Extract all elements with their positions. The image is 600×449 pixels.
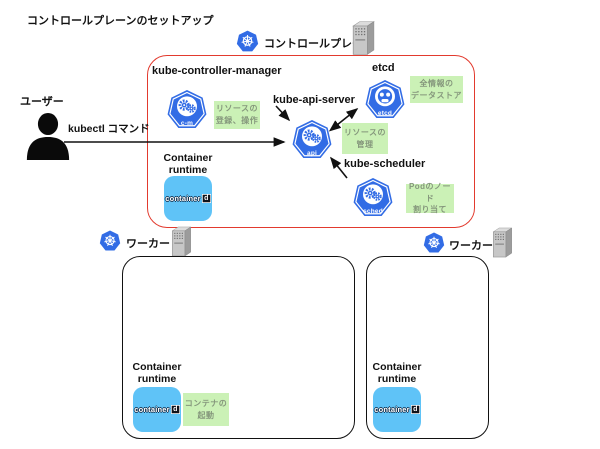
worker1-boundary (122, 256, 355, 439)
note-datastore: 全情報の データストア (410, 76, 463, 103)
worker2-label: ワーカー (449, 240, 493, 252)
server-icon (491, 227, 513, 258)
user-label: ユーザー (20, 96, 64, 108)
etcd-icon: etcd (364, 79, 406, 121)
kube-scheduler-icon: sched (352, 177, 394, 219)
kube-controller-manager-label: kube-controller-manager (152, 65, 282, 77)
kubernetes-helm-icon (423, 232, 445, 254)
worker1-label: ワーカー (126, 238, 170, 250)
server-icon (170, 226, 192, 257)
kube-api-server-icon: api (291, 119, 333, 161)
kube-controller-manager-icon: c-m (166, 89, 208, 131)
kube-api-server-label: kube-api-server (273, 94, 355, 106)
worker1-container-runtime-label: Container runtime (132, 361, 182, 386)
note-pod-assignment: Podのノード 割り当て (406, 182, 454, 214)
note-resource-registration: リソースの 登録、操作 (214, 101, 260, 129)
etcd-badge: etcd (377, 110, 393, 117)
worker2-containerd-logo: container d (373, 387, 421, 432)
kubectl-command-label: kubectl コマンド (68, 123, 150, 135)
etcd-label: etcd (372, 62, 395, 74)
worker2-boundary (366, 256, 489, 439)
control-plane-label: コントロールプレーン (264, 38, 374, 50)
worker2-container-runtime-label: Container runtime (372, 361, 422, 386)
kube-scheduler-label: kube-scheduler (344, 158, 426, 170)
note-resource-management: リソースの 管理 (342, 123, 388, 154)
cp-container-runtime-label: Container runtime (163, 152, 213, 177)
kubernetes-helm-icon (236, 30, 259, 53)
kubernetes-helm-icon (99, 230, 121, 252)
cp-containerd-logo: container d (164, 176, 212, 221)
user-icon (24, 111, 72, 161)
page-title: コントロールプレーンのセットアップ (27, 15, 214, 27)
kube-controller-manager-badge: c-m (180, 120, 194, 127)
note-container-start: コンテナの 起動 (183, 393, 229, 426)
kube-api-server-badge: api (307, 150, 317, 157)
server-icon (351, 20, 375, 56)
kube-scheduler-badge: sched (363, 208, 383, 215)
worker1-containerd-logo: container d (133, 387, 181, 432)
